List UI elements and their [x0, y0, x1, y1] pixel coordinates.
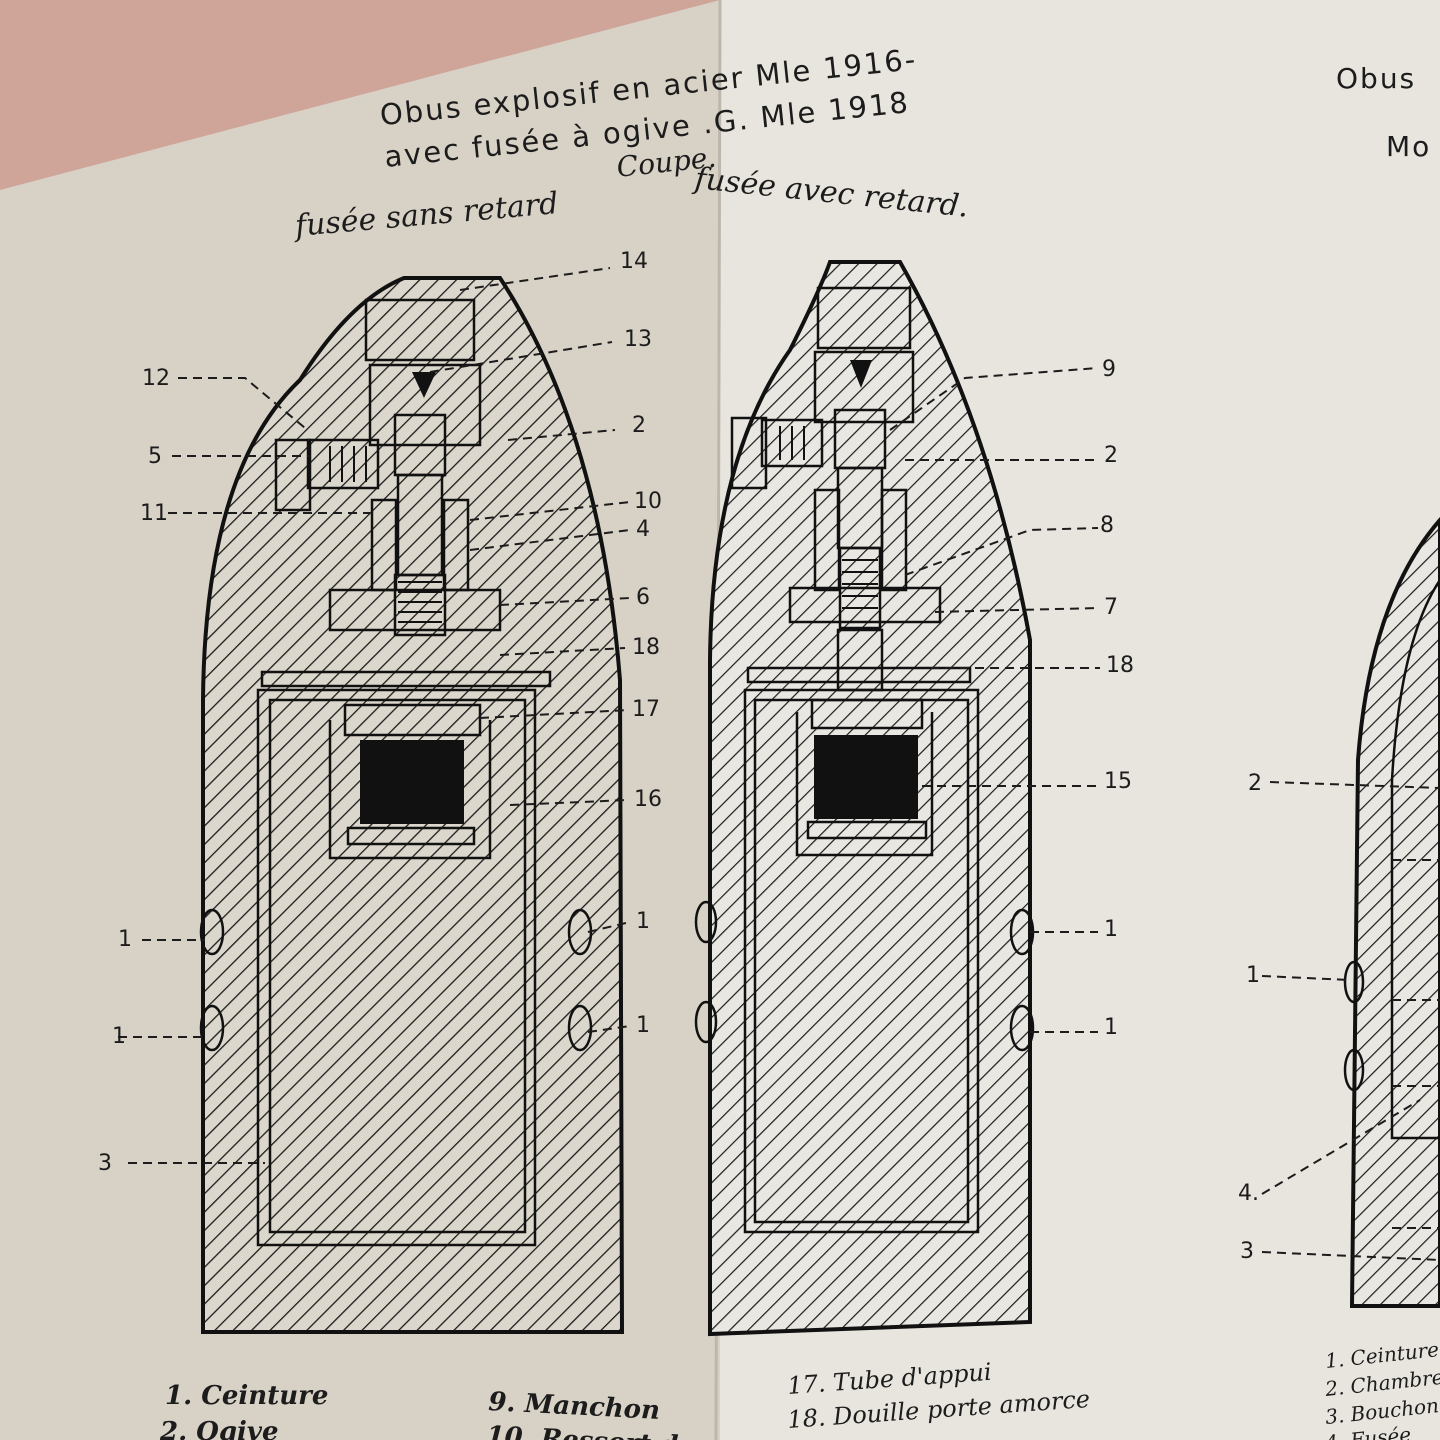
label-8: 8	[1100, 513, 1114, 538]
label-17: 17	[632, 697, 660, 722]
right-title-fragment: Obus	[1336, 62, 1416, 95]
left-diagram-labels: 14 13 2 10 4 6 18 17 16 1 1 12 5 11 1 1 …	[98, 249, 662, 1176]
left-shell-drawing	[199, 276, 625, 1334]
label-1-right-lower: 1	[636, 1013, 650, 1038]
label-1-left-lower: 1	[112, 1024, 126, 1049]
label-2-right: 2	[1248, 771, 1262, 796]
label-4-right: 4.	[1238, 1181, 1259, 1206]
label-1-middle-lower: 1	[1104, 1015, 1118, 1040]
left-leaders	[118, 267, 631, 1164]
label-11: 11	[140, 501, 168, 526]
label-7: 7	[1104, 595, 1118, 620]
legend-2-ogive: 2. Ogive	[159, 1417, 279, 1440]
label-18: 18	[632, 635, 660, 660]
label-9: 9	[1102, 357, 1116, 382]
label-2: 2	[632, 413, 646, 438]
legend: 1. Ceinture 2. Ogive 9. Manchon 10. Ress…	[159, 1337, 1440, 1440]
label-13: 13	[624, 327, 652, 352]
label-4: 4	[636, 517, 650, 542]
right-shell-drawing	[1343, 516, 1440, 1308]
middle-shell-drawing	[694, 260, 1035, 1337]
label-16: 16	[634, 787, 662, 812]
label-3: 3	[98, 1151, 112, 1176]
label-1-left-upper: 1	[118, 927, 132, 952]
label-2-middle: 2	[1104, 443, 1118, 468]
label-5: 5	[148, 444, 162, 469]
right-subtitle-fragment: Mo	[1386, 130, 1431, 163]
label-1-middle-upper: 1	[1104, 917, 1118, 942]
middle-diagram-labels: 9 2 8 7 18 15 1 1	[1100, 357, 1134, 1040]
middle-leaders	[889, 367, 1100, 1033]
label-1-right: 1	[1246, 963, 1260, 988]
label-1-right-upper: 1	[636, 909, 650, 934]
label-3-right: 3	[1240, 1239, 1254, 1264]
label-10: 10	[634, 489, 662, 514]
label-12: 12	[142, 366, 170, 391]
legend-1-ceinture: 1. Ceinture	[165, 1381, 328, 1411]
label-15: 15	[1104, 769, 1132, 794]
right-leaders	[1261, 781, 1440, 1261]
right-diagram-labels: 2 1 4. 3	[1238, 771, 1262, 1264]
label-6: 6	[636, 585, 650, 610]
label-14: 14	[620, 249, 648, 274]
label-18-middle: 18	[1106, 653, 1134, 678]
